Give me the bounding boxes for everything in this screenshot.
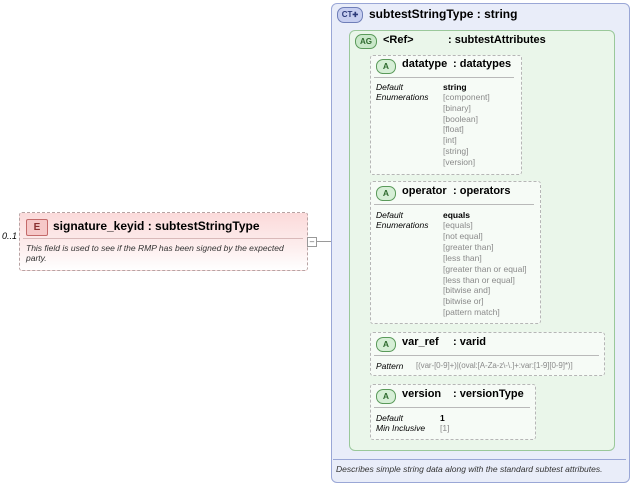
attribute-group-name: : subtestAttributes bbox=[448, 34, 546, 46]
default-label: Default bbox=[376, 82, 403, 92]
min-inclusive-value: [1] bbox=[440, 423, 450, 433]
element-box[interactable] bbox=[19, 212, 308, 271]
default-value: string bbox=[443, 82, 467, 92]
enum-item: [boolean] bbox=[443, 113, 478, 124]
divider bbox=[374, 407, 530, 408]
default-value: equals bbox=[443, 210, 470, 220]
attribute-name: datatype bbox=[402, 58, 448, 70]
enum-item: [equals] bbox=[443, 220, 473, 230]
divider bbox=[374, 204, 534, 205]
attribute-type: : versionType bbox=[453, 388, 524, 400]
enum-item: [bitwise or] bbox=[443, 296, 484, 307]
enum-item: [less than or equal] bbox=[443, 274, 515, 285]
attribute-type: : datatypes bbox=[453, 58, 512, 70]
pattern-value: [(var-[0-9]+)|(oval:[A-Za-z\-\.]+:var:[1… bbox=[416, 361, 573, 370]
attribute-name: var_ref bbox=[402, 336, 439, 348]
attribute-badge: A bbox=[376, 337, 396, 352]
pattern-label: Pattern bbox=[376, 361, 404, 371]
enumerations-label: Enumerations bbox=[376, 220, 429, 230]
occurrence-label: 0..1 bbox=[2, 231, 18, 241]
attribute-type: : operators bbox=[453, 185, 511, 197]
enumeration-list: [equals] [not equal] [greater than] [les… bbox=[443, 220, 527, 318]
enum-item: [float] bbox=[443, 124, 464, 135]
enum-item: [string] bbox=[443, 145, 469, 156]
attribute-type: : varid bbox=[453, 336, 487, 348]
enumeration-list: [component] [binary] [boolean] [float] [… bbox=[443, 92, 490, 168]
divider bbox=[374, 355, 599, 356]
attribute-version-box[interactable] bbox=[370, 384, 536, 440]
default-value: 1 bbox=[440, 413, 445, 423]
divider bbox=[23, 238, 303, 239]
enum-item: [bitwise and] bbox=[443, 285, 491, 296]
attribute-datatype-box[interactable] bbox=[370, 55, 522, 175]
element-description: This field is used to see if the RMP has… bbox=[26, 243, 284, 263]
complex-type-title: subtestStringType : string bbox=[369, 7, 518, 21]
enum-item: [version] bbox=[443, 156, 476, 167]
complex-type-description: Describes simple string data along with … bbox=[336, 464, 603, 474]
complex-type-badge: CT✚ bbox=[337, 7, 363, 23]
enum-item: [not equal] bbox=[443, 230, 483, 241]
attribute-var-ref-box[interactable] bbox=[370, 332, 605, 376]
enum-item: [pattern match] bbox=[443, 307, 500, 318]
default-label: Default bbox=[376, 413, 403, 423]
enum-item: [component] bbox=[443, 92, 490, 102]
divider bbox=[333, 459, 626, 460]
divider bbox=[374, 77, 514, 78]
attribute-badge: A bbox=[376, 59, 396, 74]
enumerations-label: Enumerations bbox=[376, 92, 429, 102]
enum-item: [greater than] bbox=[443, 241, 494, 252]
attribute-group-badge: AG bbox=[355, 34, 377, 49]
min-inclusive-label: Min Inclusive bbox=[376, 423, 426, 433]
element-badge: E bbox=[26, 219, 48, 236]
attribute-badge: A bbox=[376, 186, 396, 201]
attribute-name: operator bbox=[402, 185, 447, 197]
default-label: Default bbox=[376, 210, 403, 220]
attribute-group-ref: <Ref> bbox=[383, 34, 414, 46]
enum-item: [int] bbox=[443, 135, 457, 146]
attribute-name: version bbox=[402, 388, 442, 400]
enum-item: [less than] bbox=[443, 252, 482, 263]
enum-item: [binary] bbox=[443, 102, 471, 113]
enum-item: [greater than or equal] bbox=[443, 263, 527, 274]
attribute-badge: A bbox=[376, 389, 396, 404]
collapse-toggle[interactable]: – bbox=[307, 237, 317, 247]
element-title: signature_keyid : subtestStringType bbox=[53, 219, 260, 233]
